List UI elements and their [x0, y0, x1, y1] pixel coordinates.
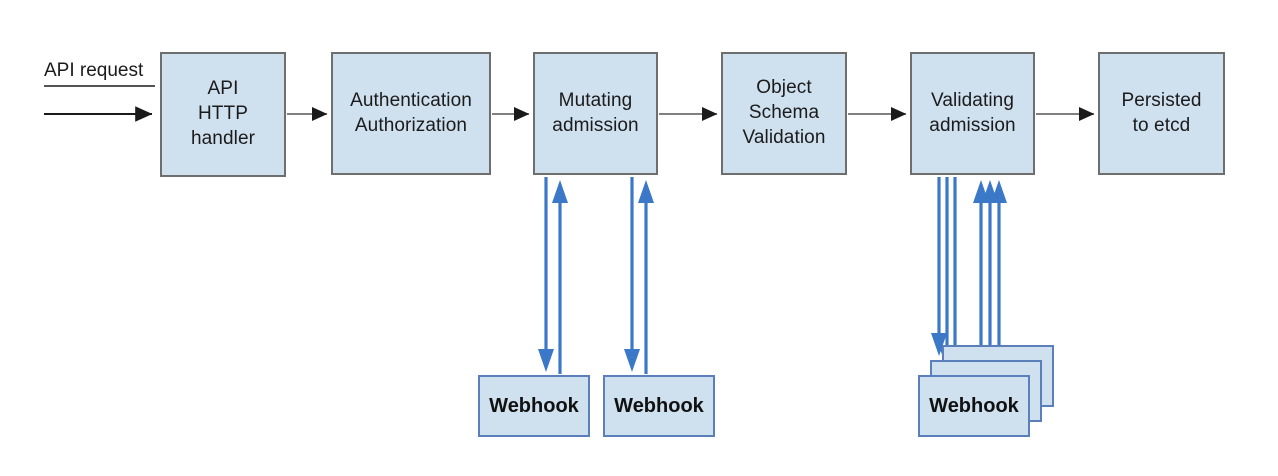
stage-box-api-http-handler[interactable]: API HTTP handler [160, 52, 286, 177]
stage-box-validating-admission[interactable]: Validating admission [910, 52, 1035, 175]
stage-label-authentication-authorization: Authentication Authorization [350, 89, 472, 136]
stage-label-mutating-admission: Mutating admission [552, 89, 639, 136]
webhook-box-mutating-1[interactable]: Webhook [478, 375, 590, 437]
webhook-label-validating: Webhook [929, 394, 1019, 417]
arrow-mutating-webhook-call-1 [538, 177, 568, 374]
webhook-label-mutating-1: Webhook [489, 394, 579, 417]
stage-box-authentication-authorization[interactable]: Authentication Authorization [331, 52, 491, 175]
stage-label-api-http-handler: API HTTP handler [190, 78, 256, 149]
entry-label: API request [44, 60, 144, 81]
stage-box-mutating-admission[interactable]: Mutating admission [533, 52, 658, 175]
stage-label-persisted-to-etcd: Persisted to etcd [1121, 89, 1202, 136]
arrow-mutating-webhook-call-2 [624, 177, 654, 374]
stage-label-validating-admission: Validating admission [929, 89, 1016, 136]
stage-box-object-schema-validation[interactable]: Object Schema Validation [721, 52, 847, 175]
stage-label-object-schema-validation: Object Schema Validation [742, 77, 826, 148]
webhook-box-mutating-2[interactable]: Webhook [603, 375, 715, 437]
webhook-label-mutating-2: Webhook [614, 394, 704, 417]
stage-box-persisted-to-etcd[interactable]: Persisted to etcd [1098, 52, 1225, 175]
webhook-box-validating[interactable]: Webhook [918, 375, 1030, 437]
